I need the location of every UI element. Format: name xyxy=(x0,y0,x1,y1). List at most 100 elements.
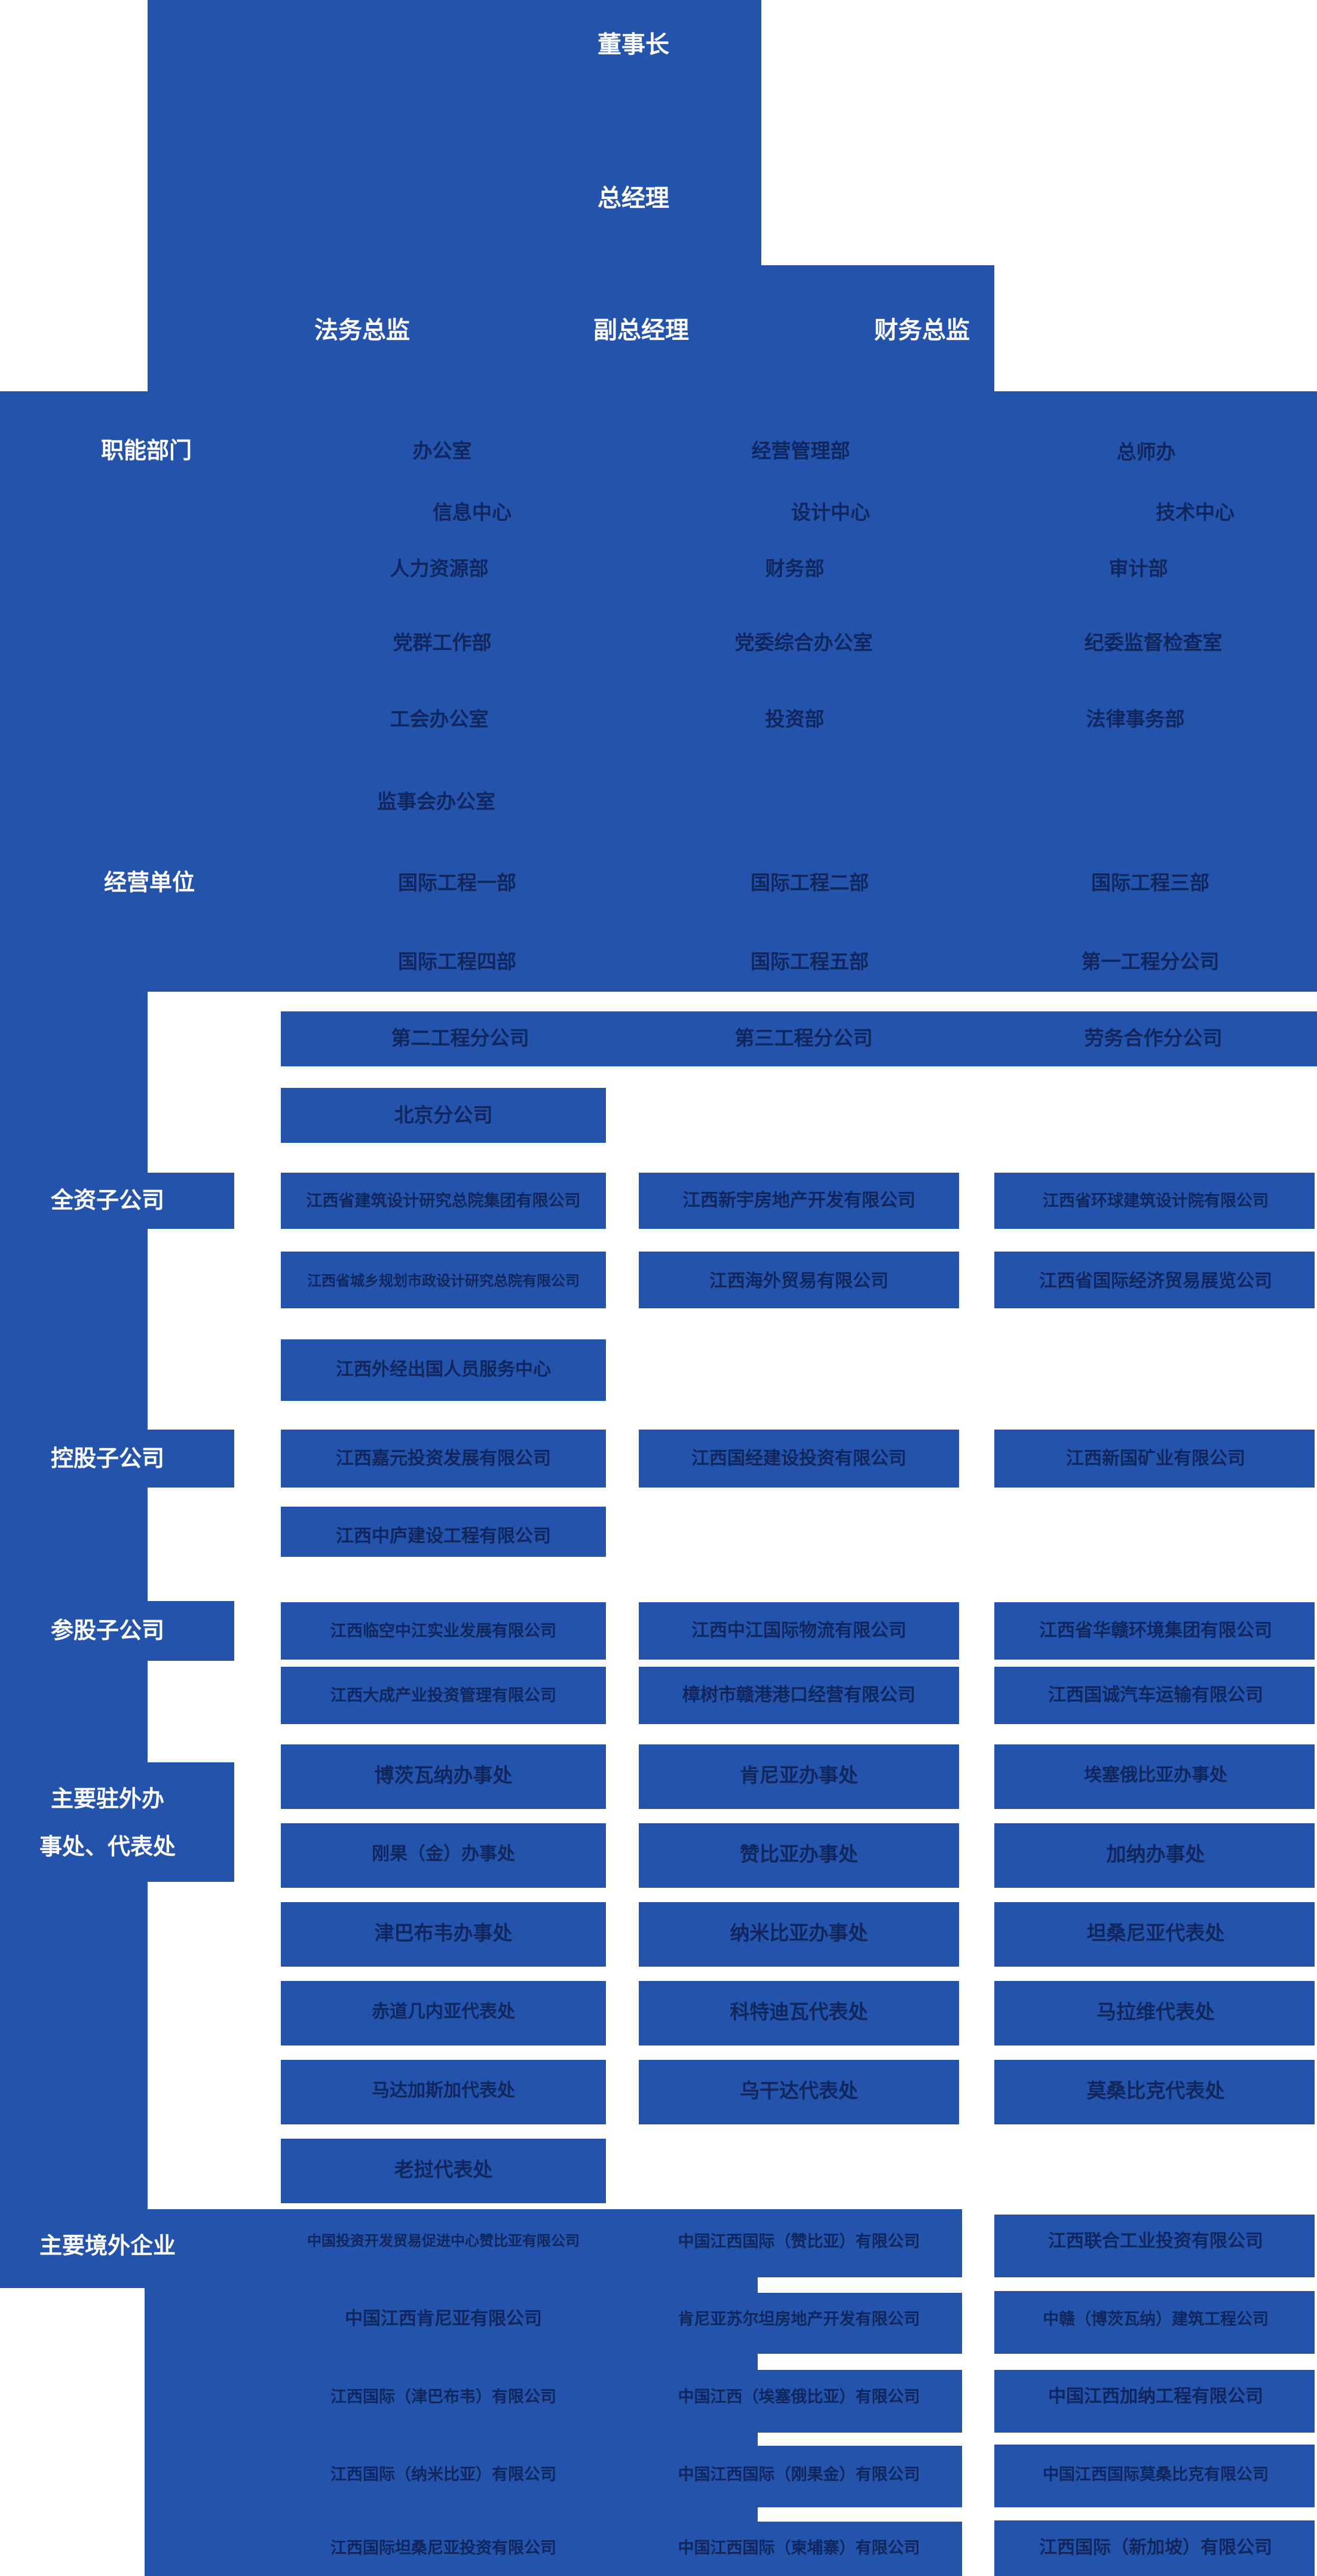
box xyxy=(639,1902,959,1967)
section-operating-units: 经营单位 xyxy=(103,870,195,896)
box xyxy=(281,1902,606,1967)
unit-eng-branch-1: 第一工程分公司 xyxy=(1081,950,1220,973)
company: 江西省华赣环境集团有限公司 xyxy=(1039,1621,1272,1640)
box xyxy=(281,1507,606,1557)
unit-intl-eng-3: 国际工程三部 xyxy=(1091,872,1209,894)
dept-chief-engineer: 总师办 xyxy=(1116,441,1176,463)
unit-intl-eng-4: 国际工程四部 xyxy=(398,950,516,973)
box xyxy=(281,1430,606,1488)
office: 莫桑比克代表处 xyxy=(1086,2080,1225,2102)
box xyxy=(281,2060,606,2124)
chairman-title: 董事长 xyxy=(598,32,669,58)
box xyxy=(994,2291,1315,2354)
dept-design-center: 设计中心 xyxy=(791,501,870,523)
office: 津巴布韦办事处 xyxy=(374,1922,513,1944)
company: 中国江西国际莫桑比克有限公司 xyxy=(1043,2465,1269,2483)
box xyxy=(281,1252,606,1308)
section-overseas-offices-line1: 主要驻外办 xyxy=(50,1787,164,1812)
company: 江西海外贸易有限公司 xyxy=(709,1271,889,1291)
company: 江西国际（纳米比亚）有限公司 xyxy=(330,2465,556,2483)
unit-intl-eng-1: 国际工程一部 xyxy=(398,872,516,894)
dept-legal-affairs: 法律事务部 xyxy=(1086,708,1185,730)
company: 中国江西加纳工程有限公司 xyxy=(1048,2387,1263,2406)
company: 中国投资开发贸易促进中心赞比亚有限公司 xyxy=(307,2233,580,2249)
box xyxy=(994,1902,1315,1967)
box xyxy=(994,1430,1315,1488)
company: 江西中江国际物流有限公司 xyxy=(691,1621,906,1640)
company: 中国江西国际（柬埔寨）有限公司 xyxy=(678,2539,920,2557)
box xyxy=(639,1252,959,1308)
office: 博茨瓦纳办事处 xyxy=(374,1764,513,1786)
office: 乌干达代表处 xyxy=(740,2080,858,2102)
section-minority-stake: 参股子公司 xyxy=(50,1618,164,1643)
box xyxy=(994,1823,1315,1888)
top-right-column xyxy=(761,265,994,394)
company: 江西国诚汽车运输有限公司 xyxy=(1048,1685,1263,1705)
company: 樟树市赣港港口经营有限公司 xyxy=(682,1685,915,1705)
company: 中国江西国际（刚果金）有限公司 xyxy=(678,2465,920,2483)
company: 中国江西肯尼亚有限公司 xyxy=(345,2309,542,2329)
company: 江西国际（新加坡）有限公司 xyxy=(1039,2538,1272,2557)
label-box-minority xyxy=(0,1601,234,1661)
unit-labor-coop-branch: 劳务合作分公司 xyxy=(1084,1027,1223,1049)
company: 江西联合工业投资有限公司 xyxy=(1048,2231,1263,2251)
box xyxy=(639,2060,959,2124)
box xyxy=(639,1981,959,2046)
box xyxy=(281,1744,606,1809)
company: 江西省环球建筑设计院有限公司 xyxy=(1043,1192,1269,1210)
company: 江西省建筑设计研究总院集团有限公司 xyxy=(306,1192,581,1210)
box xyxy=(639,1602,959,1660)
box xyxy=(994,1173,1315,1229)
office: 刚果（金）办事处 xyxy=(372,1844,515,1864)
box xyxy=(639,1173,959,1229)
box xyxy=(281,1981,606,2046)
box xyxy=(994,1602,1315,1660)
company: 江西省国际经济贸易展览公司 xyxy=(1039,1271,1272,1291)
office: 科特迪瓦代表处 xyxy=(730,2001,868,2023)
office: 埃塞俄比亚办事处 xyxy=(1084,1765,1227,1785)
box xyxy=(281,1602,606,1660)
box xyxy=(281,2139,606,2203)
box xyxy=(639,1823,959,1888)
dept-finance: 财务部 xyxy=(765,557,825,579)
dept-investment: 投资部 xyxy=(765,708,825,730)
company: 中赣（博茨瓦纳）建筑工程公司 xyxy=(1043,2310,1269,2328)
section-wholly-owned: 全资子公司 xyxy=(50,1188,164,1213)
dept-info-center: 信息中心 xyxy=(433,501,512,523)
box xyxy=(281,1667,606,1724)
dept-tech-center: 技术中心 xyxy=(1156,501,1235,523)
office: 老挝代表处 xyxy=(394,2158,493,2181)
label-box-holding xyxy=(0,1430,234,1488)
company: 中国江西（埃塞俄比亚）有限公司 xyxy=(678,2388,920,2406)
box xyxy=(994,2370,1315,2433)
box xyxy=(281,1823,606,1888)
notch xyxy=(758,2354,962,2370)
company: 江西嘉元投资发展有限公司 xyxy=(336,1449,551,1468)
branch-band xyxy=(281,1011,1317,1066)
dept-supervisory-board-office: 监事会办公室 xyxy=(377,790,495,812)
box xyxy=(994,1667,1315,1724)
section-overseas-offices-line2: 事处、代表处 xyxy=(39,1835,176,1860)
company: 江西国际（津巴布韦）有限公司 xyxy=(330,2388,556,2406)
unit-intl-eng-2: 国际工程二部 xyxy=(751,872,869,894)
company: 江西新宇房地产开发有限公司 xyxy=(682,1191,915,1210)
company: 江西外经出国人员服务中心 xyxy=(336,1360,551,1379)
top-main-column xyxy=(148,0,761,394)
office: 马达加斯加代表处 xyxy=(372,2081,515,2100)
dept-audit: 审计部 xyxy=(1108,557,1168,579)
dept-business-mgmt: 经营管理部 xyxy=(751,440,850,462)
office: 赞比亚办事处 xyxy=(740,1843,858,1865)
company: 肯尼亚苏尔坦房地产开发有限公司 xyxy=(678,2310,920,2328)
company: 江西新国矿业有限公司 xyxy=(1066,1449,1245,1468)
notch xyxy=(758,2433,962,2446)
section-functional-depts: 职能部门 xyxy=(100,438,192,464)
general-manager-title: 总经理 xyxy=(598,185,669,211)
section-holding: 控股子公司 xyxy=(50,1446,164,1471)
dept-party-general-office: 党委综合办公室 xyxy=(734,631,873,654)
box xyxy=(994,2520,1315,2576)
functional-mega-band xyxy=(0,391,1317,992)
company: 江西大成产业投资管理有限公司 xyxy=(330,1686,556,1704)
company: 江西省城乡规划市政设计研究总院有限公司 xyxy=(307,1273,580,1289)
box xyxy=(994,1981,1315,2046)
